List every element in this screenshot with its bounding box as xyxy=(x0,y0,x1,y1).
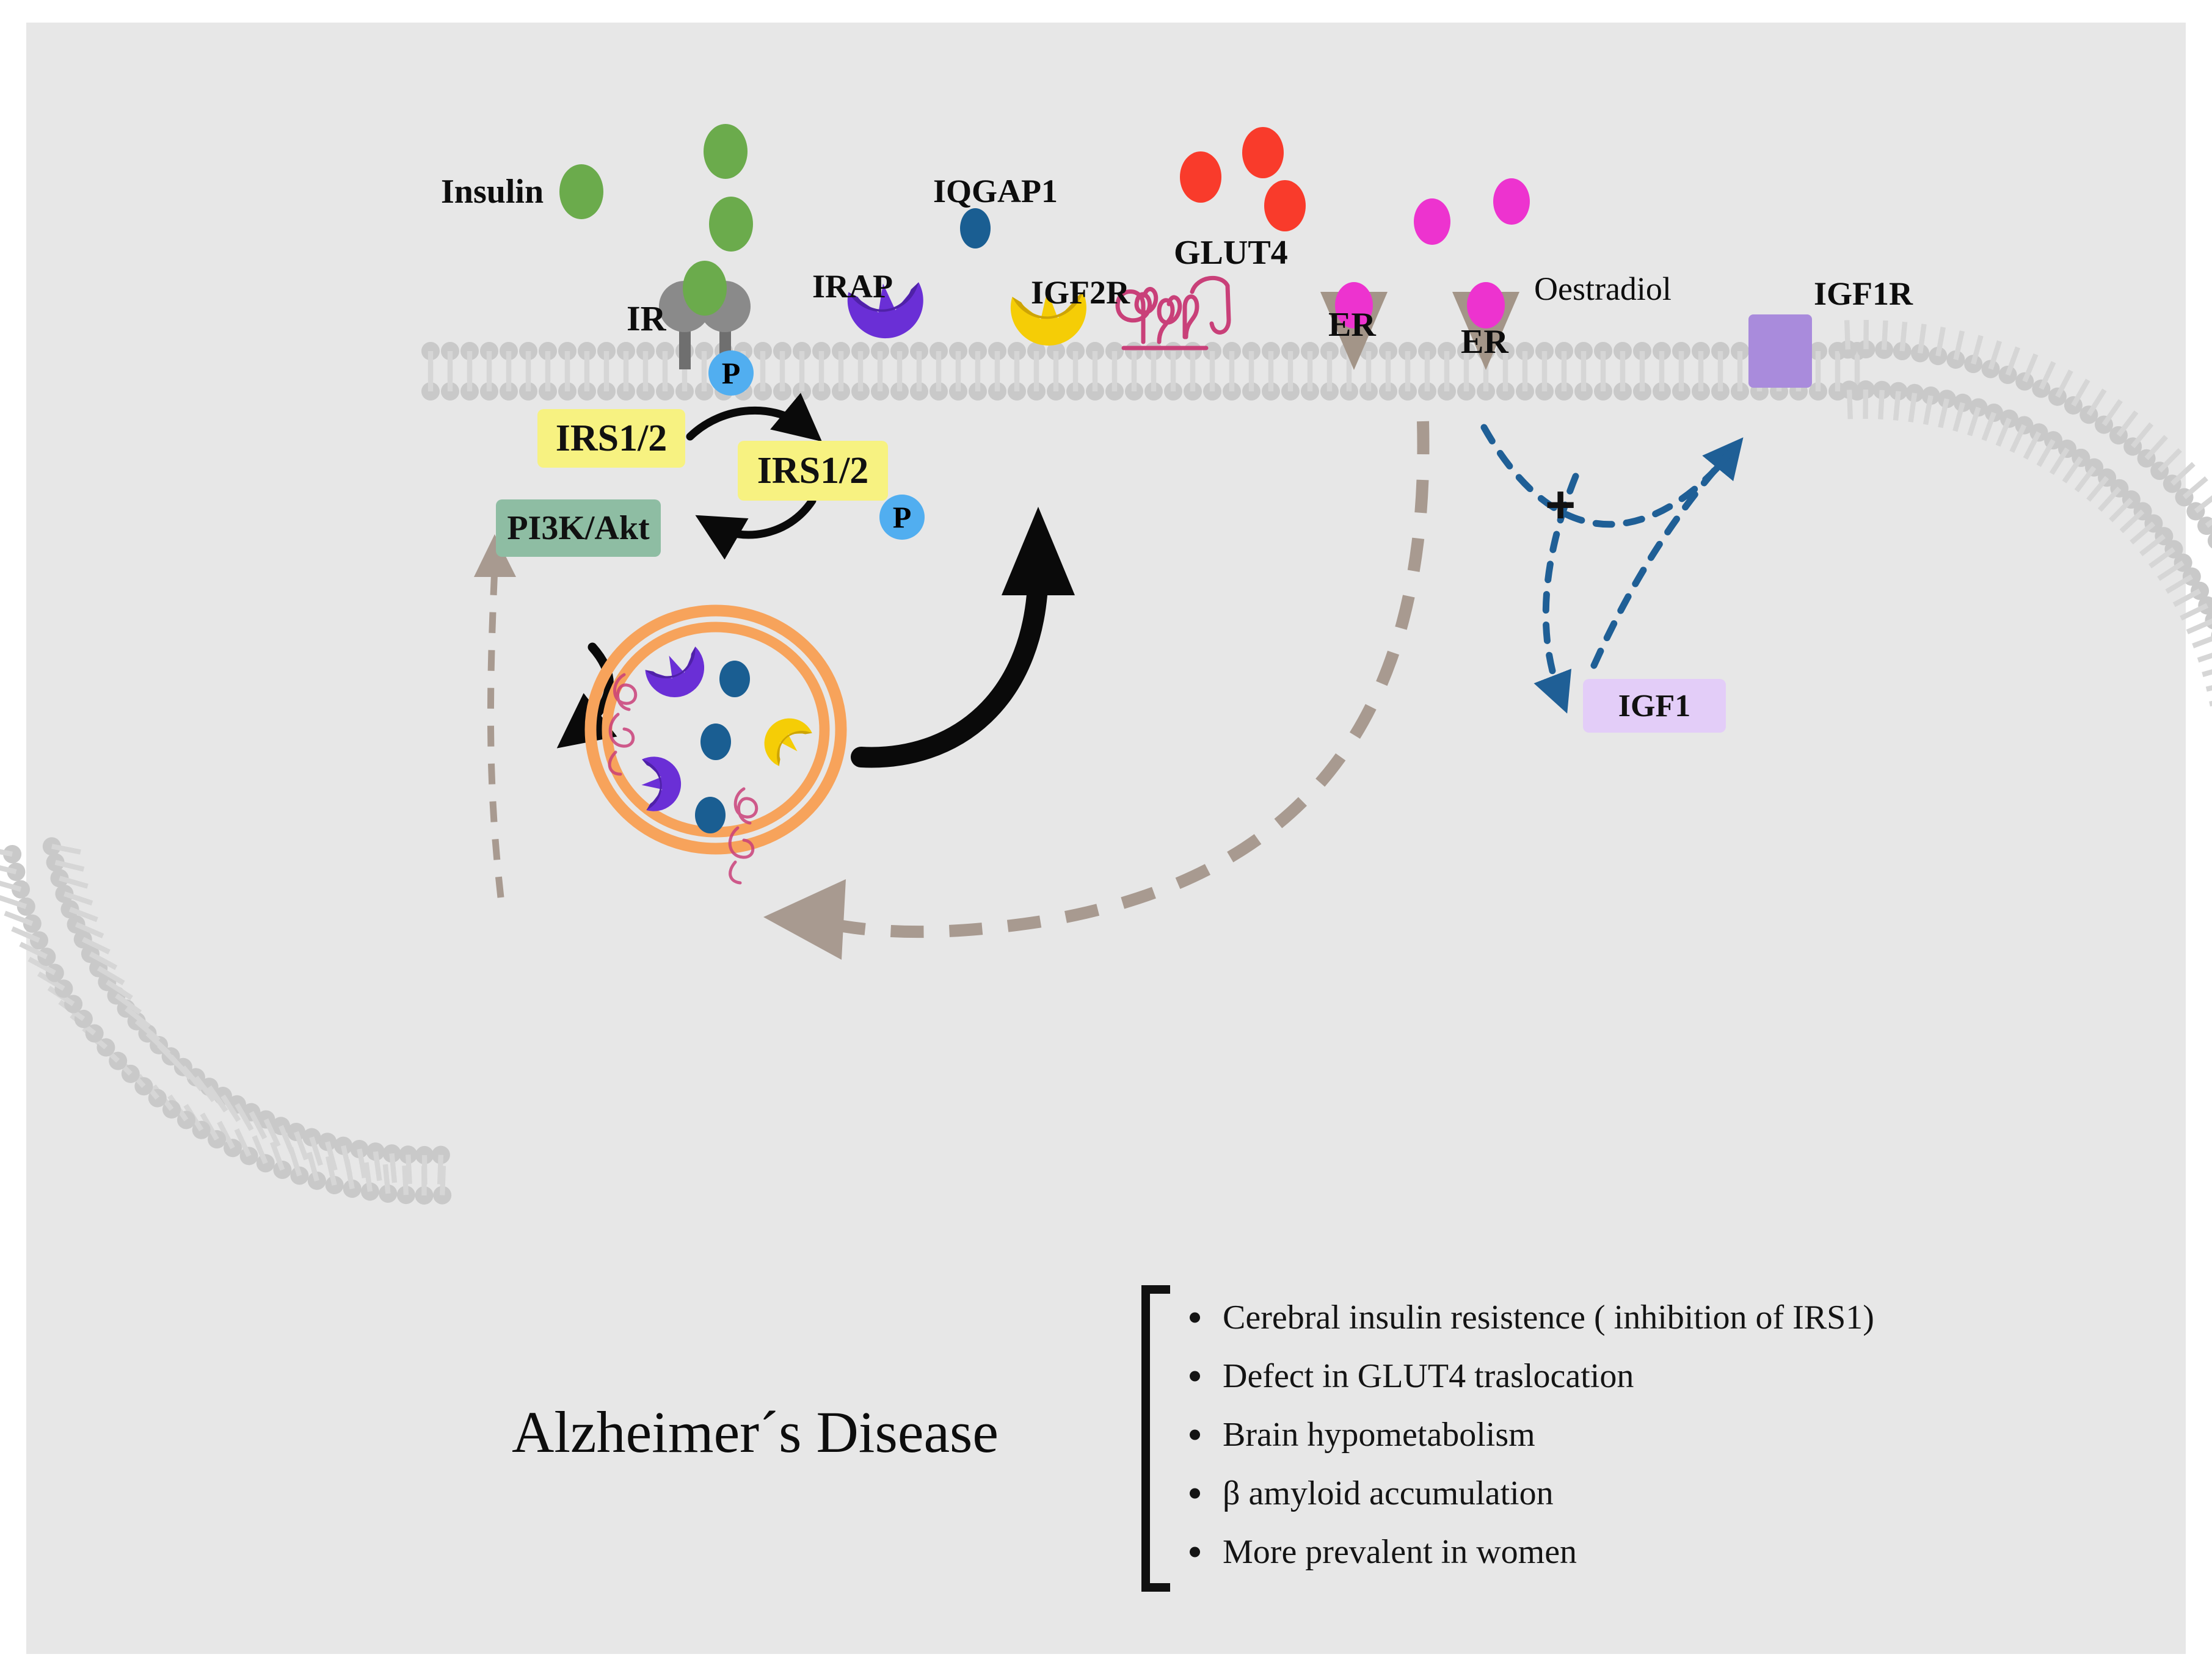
arrow-glut4-translocation-head xyxy=(1002,507,1075,595)
label-igf1r: IGF1R xyxy=(1814,275,1913,312)
label-iqgap1: IQGAP1 xyxy=(933,173,1058,209)
insulin-molecule xyxy=(704,124,748,179)
label-insulin: Insulin xyxy=(441,173,544,211)
iqgap1-molecule xyxy=(960,208,991,248)
glut4-molecule xyxy=(1180,151,1221,203)
box-igf1: IGF1 xyxy=(1583,679,1726,733)
label-irap: IRAP xyxy=(812,268,893,305)
estrogen-receptor-right xyxy=(1452,282,1519,370)
label-igf2r: IGF2R xyxy=(1031,274,1130,311)
symptom-list-items: Cerebral insulin resistence ( inhibition… xyxy=(1179,1288,2095,1581)
dashed-igf1-to-igf1r xyxy=(1590,445,1737,669)
label-plus-sign: + xyxy=(1545,476,1576,534)
symptom-list-item: Defect in GLUT4 traslocation xyxy=(1179,1347,2095,1405)
disease-title: Alzheimer´s Disease xyxy=(512,1399,999,1465)
symptom-list-item: Brain hypometabolism xyxy=(1179,1405,2095,1464)
phospho-badge-membrane: P xyxy=(708,350,754,396)
glut4-transporter xyxy=(1115,275,1231,350)
dashed-pi3k-feedback xyxy=(487,567,504,898)
box-irs-unphosphorylated: IRS1/2 xyxy=(537,409,685,468)
box-pi3k-akt: PI3K/Akt xyxy=(496,499,661,557)
igf1r-receptor xyxy=(1748,314,1812,388)
label-er-right: ER xyxy=(1461,323,1508,361)
arrow-irs-dephosphorylation xyxy=(695,496,817,560)
symptom-list-item: More prevalent in women xyxy=(1179,1523,2095,1581)
oestradiol-molecule xyxy=(1414,198,1450,245)
dashed-feedback-path xyxy=(804,421,1430,938)
estrogen-receptor-left xyxy=(1320,282,1388,370)
vesicle-cargo xyxy=(608,647,812,885)
glut4-storage-vesicle xyxy=(584,604,847,855)
label-oestradiol: Oestradiol xyxy=(1534,270,1672,307)
dashed-er-to-igf1 xyxy=(1533,473,1579,714)
arrow-glut4-translocation xyxy=(851,557,1049,768)
insulin-molecule xyxy=(709,197,753,252)
irap-protein xyxy=(847,282,923,339)
box-irs-phosphorylated: IRS1/2 xyxy=(738,441,888,501)
dashed-feedback-arrowhead xyxy=(763,879,846,960)
label-glut4: GLUT4 xyxy=(1174,234,1288,272)
symptom-list-item: β amyloid accumulation xyxy=(1179,1464,2095,1523)
label-er-left: ER xyxy=(1328,306,1376,344)
label-ir: IR xyxy=(627,299,666,338)
glut4-molecule xyxy=(1264,180,1306,231)
dashed-er-to-igf1r xyxy=(1480,424,1744,528)
symptom-list-item: Cerebral insulin resistence ( inhibition… xyxy=(1179,1288,2095,1347)
igf2r-protein xyxy=(1010,291,1086,346)
phospho-badge-irs: P xyxy=(879,495,925,540)
dashed-pi3k-feedback-head xyxy=(474,534,516,577)
arrow-irs-phosphorylation xyxy=(686,393,822,442)
bracket xyxy=(1141,1285,1170,1592)
symptom-list: Cerebral insulin resistence ( inhibition… xyxy=(1179,1288,2095,1581)
insulin-molecule xyxy=(559,164,603,219)
oestradiol-molecule xyxy=(1493,178,1530,225)
glut4-molecule xyxy=(1242,127,1284,178)
